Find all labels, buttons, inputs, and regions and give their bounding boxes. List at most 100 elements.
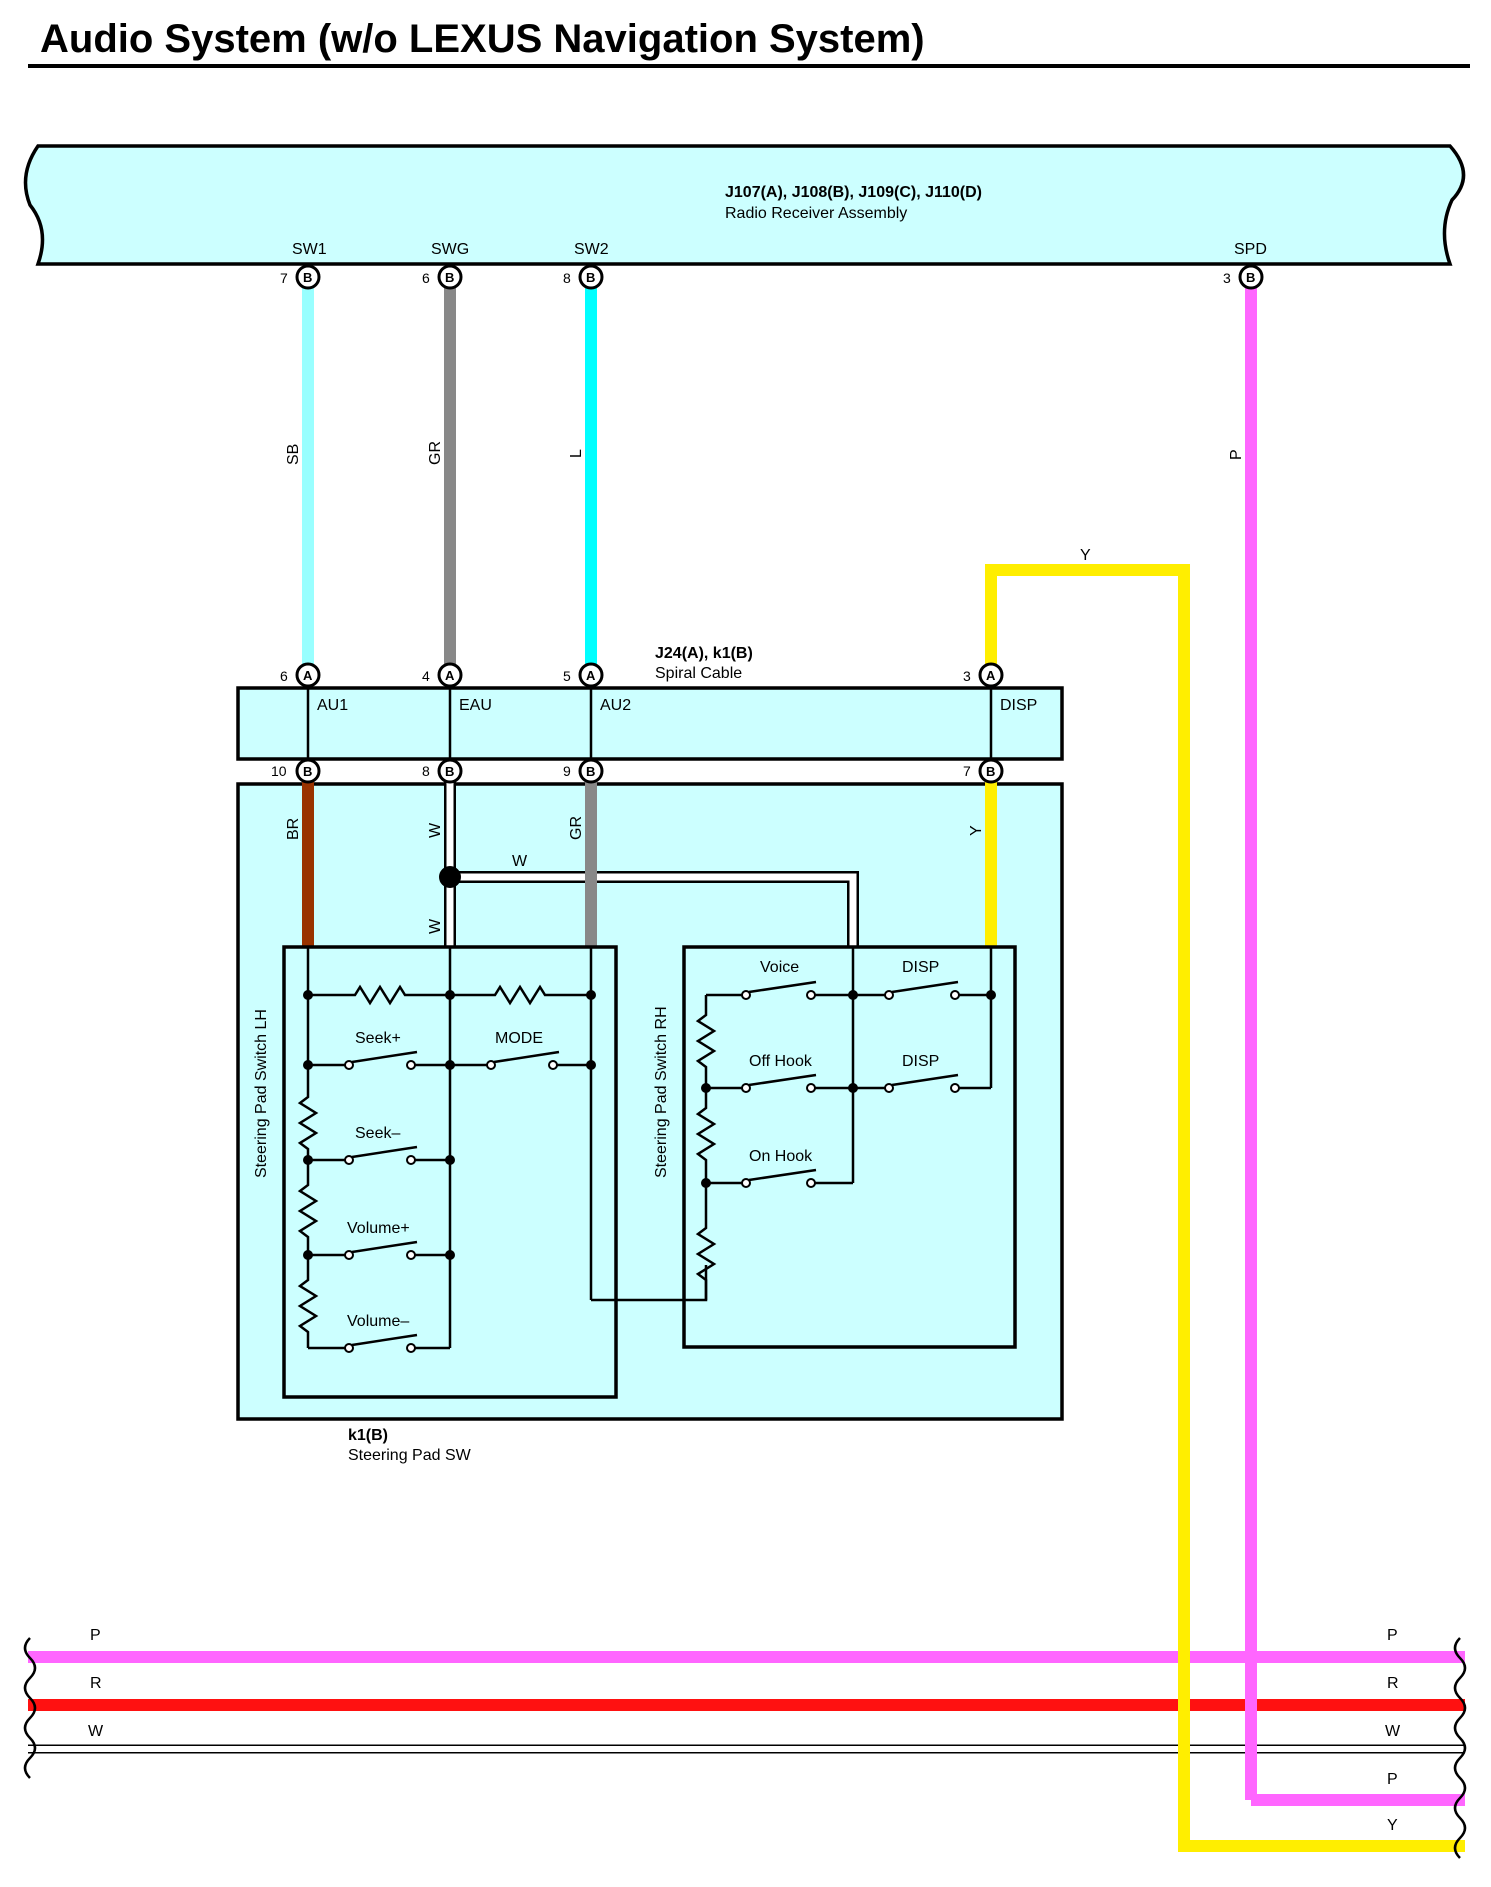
bus-right-label-p2: P	[1387, 1771, 1398, 1788]
steering-code: k1(B)	[348, 1427, 388, 1444]
switch-contact	[741, 1178, 751, 1188]
connector-circle	[978, 758, 1004, 784]
pin-name: SPD	[1234, 241, 1267, 258]
off-hook-switch-blade	[748, 1073, 817, 1087]
receiver-pin-sw1: SW1 7 B	[280, 241, 327, 290]
conn-letter: B	[586, 764, 595, 779]
pin-number: 10	[271, 763, 287, 779]
switch-contact	[950, 990, 960, 1000]
switch-contact	[406, 1343, 416, 1353]
pin-number: 7	[280, 270, 288, 286]
switch-label-volume-minus: Volume–	[347, 1313, 409, 1330]
bus-left-label-r: R	[90, 1675, 102, 1692]
steering-name: Steering Pad SW	[348, 1447, 472, 1464]
disp-switch-2-blade	[891, 1073, 959, 1087]
switch-contact	[950, 1083, 960, 1093]
wire-label-w-lower: W	[427, 918, 444, 934]
conn-letter: A	[586, 668, 596, 683]
spiral-code: J24(A), k1(B)	[655, 645, 753, 662]
wire-label-w-upper: W	[427, 822, 444, 838]
lh-label: Steering Pad Switch LH	[253, 1009, 270, 1178]
switch-contact	[344, 1060, 354, 1070]
switch-label-disp-2: DISP	[902, 1053, 939, 1070]
conn-letter: A	[445, 668, 455, 683]
switch-label-on-hook: On Hook	[749, 1148, 813, 1165]
connector-circle	[295, 264, 321, 290]
wire-label-p: P	[1228, 449, 1245, 460]
wire-label-sb: SB	[285, 444, 302, 465]
switch-label-volume-plus: Volume+	[347, 1220, 410, 1237]
spiral-name: Spiral Cable	[655, 665, 742, 682]
junction-dot	[445, 1250, 455, 1260]
switch-contact	[806, 1178, 816, 1188]
spiral-cable-box	[236, 686, 1064, 761]
connector-circle	[437, 662, 463, 688]
pin-number: 3	[1223, 270, 1231, 286]
spiral-label-eau: EAU	[459, 697, 492, 714]
spiral-top-pin-disp: 3 A	[963, 662, 1004, 688]
junction-dot	[586, 1060, 596, 1070]
spiral-label-au2: AU2	[600, 697, 631, 714]
spiral-bottom-pin-au1: 10 B	[271, 758, 321, 784]
junction-dot	[445, 1060, 455, 1070]
switch-contact	[344, 1155, 354, 1165]
spiral-top-pin-eau: 4 A	[422, 662, 463, 688]
junction-dot	[701, 1178, 711, 1188]
switch-contact	[548, 1060, 558, 1070]
junction-dot	[445, 990, 455, 1000]
bus-right-label-p: P	[1387, 1627, 1398, 1644]
bus-left-label-p: P	[90, 1627, 101, 1644]
lh-resistor-top-2	[450, 984, 591, 1006]
conn-letter: B	[586, 270, 595, 285]
conn-letter: B	[1246, 270, 1255, 285]
wire-label-br: BR	[285, 818, 302, 840]
voice-switch-blade	[748, 980, 817, 994]
switch-label-off-hook: Off Hook	[749, 1053, 813, 1070]
switch-contact	[806, 1083, 816, 1093]
switch-contact	[884, 1083, 894, 1093]
switch-label-seek-plus: Seek+	[355, 1030, 401, 1047]
switch-label-seek-minus: Seek–	[355, 1125, 400, 1142]
switch-contact	[806, 990, 816, 1000]
disp-switch-1-blade	[891, 980, 959, 994]
switch-contact	[741, 990, 751, 1000]
spiral-top-pin-au1: 6 A	[280, 662, 321, 688]
wire-label-w-horizontal: W	[512, 853, 528, 870]
junction-dot	[586, 990, 596, 1000]
junction-dot	[848, 990, 858, 1000]
switch-label-mode: MODE	[495, 1030, 543, 1047]
switch-contact	[344, 1250, 354, 1260]
conn-letter: B	[986, 764, 995, 779]
pin-name: SW1	[292, 241, 327, 258]
wire-label-gr-lower: GR	[568, 816, 585, 840]
connector-circle	[578, 264, 604, 290]
conn-letter: B	[303, 764, 312, 779]
pin-number: 8	[422, 763, 430, 779]
seek-plus-switch-blade	[351, 1050, 418, 1064]
wire-label-y-lower: Y	[968, 825, 985, 836]
conn-letter: B	[445, 270, 454, 285]
junction-dot	[445, 1155, 455, 1165]
pin-number: 3	[963, 668, 971, 684]
spiral-bottom-pin-eau: 8 B	[422, 758, 463, 784]
spiral-bottom-pin-au2: 9 B	[563, 758, 604, 784]
wire-label-y: Y	[1080, 547, 1091, 564]
receiver-name: Radio Receiver Assembly	[725, 205, 907, 222]
wire-y-disp	[985, 564, 1465, 1852]
switch-contact	[406, 1155, 416, 1165]
wire-label-l: L	[568, 449, 585, 458]
connector-circle	[578, 758, 604, 784]
break-marker-right	[1453, 1637, 1467, 1859]
junction-dot	[303, 1250, 313, 1260]
lh-resistor-top-1	[308, 984, 450, 1006]
radio-receiver-box	[23, 144, 1466, 266]
rh-resistor-ladder	[695, 995, 717, 1300]
steering-pad-sw-box	[236, 782, 1064, 1421]
switch-contact	[406, 1060, 416, 1070]
junction-dot	[303, 1155, 313, 1165]
pin-number: 6	[280, 668, 288, 684]
receiver-pin-swg: SWG 6 B	[422, 241, 469, 290]
receiver-code: J107(A), J108(B), J109(C), J110(D)	[725, 184, 982, 201]
connector-circle	[1238, 264, 1264, 290]
rh-circuit	[695, 947, 996, 1300]
